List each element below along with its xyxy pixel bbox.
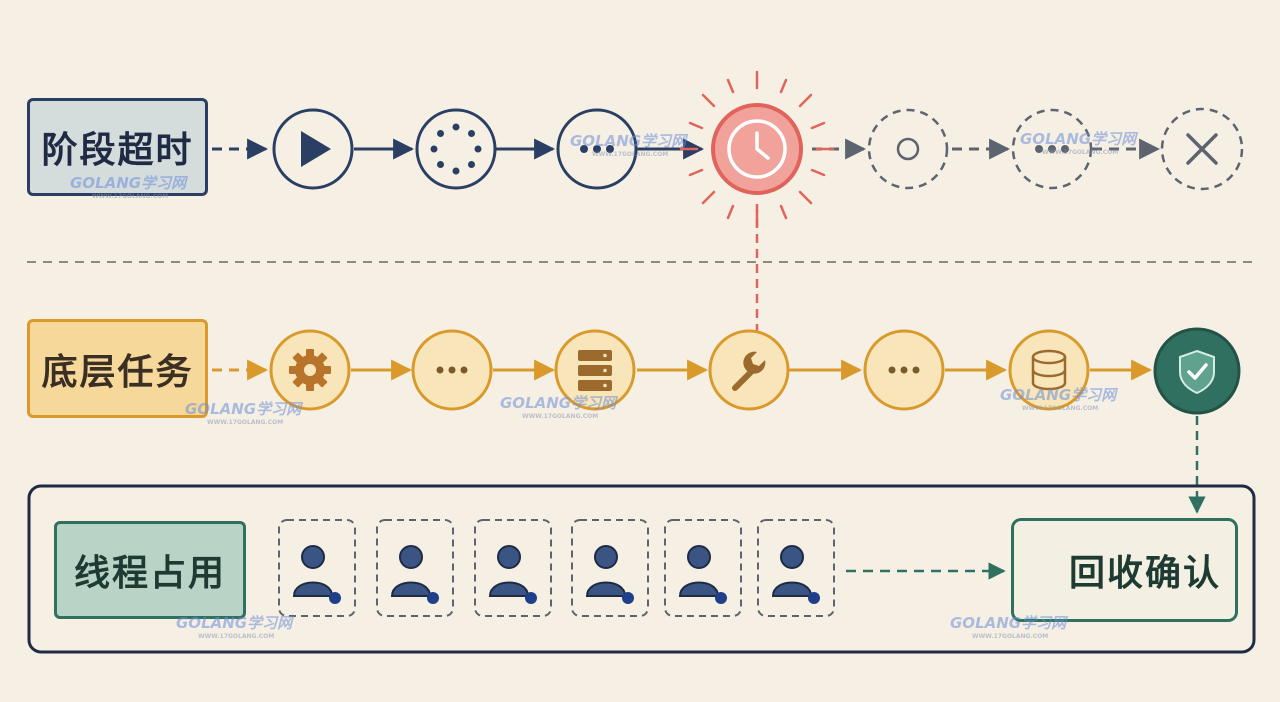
shield-check-icon bbox=[1153, 327, 1241, 415]
stage-timeout-label: 阶段超时 bbox=[27, 98, 208, 196]
underlying-task-label: 底层任务 bbox=[27, 319, 208, 418]
thread-slots bbox=[278, 519, 835, 617]
user-icon bbox=[390, 545, 432, 597]
ellipsis-icon bbox=[1011, 108, 1093, 190]
user-icon bbox=[585, 545, 627, 597]
watermark-text: GOLANG学习网 bbox=[1020, 130, 1137, 148]
wrench-icon bbox=[708, 329, 790, 411]
thread-slot bbox=[376, 519, 454, 617]
ellipsis-icon bbox=[411, 329, 493, 411]
watermark-text: GOLANG学习网 bbox=[950, 614, 1067, 632]
watermark-text: GOLANG学习网 bbox=[1000, 386, 1117, 404]
thread-panel bbox=[27, 484, 1256, 654]
status-dot bbox=[329, 592, 341, 604]
status-dot bbox=[808, 592, 820, 604]
status-dot bbox=[622, 592, 634, 604]
user-icon bbox=[678, 545, 720, 597]
thread-occupied-label: 线程占用 bbox=[54, 521, 246, 619]
user-icon bbox=[771, 545, 813, 597]
status-dot bbox=[715, 592, 727, 604]
watermark-text: GOLANG学习网 bbox=[185, 400, 302, 418]
watermark-text: GOLANG学习网 bbox=[500, 394, 617, 412]
user-icon bbox=[292, 545, 334, 597]
watermark-sub: WWW.17GOLANG.COM bbox=[92, 193, 169, 200]
play-icon bbox=[272, 108, 354, 190]
x-icon bbox=[1160, 107, 1244, 191]
watermark-text: GOLANG学习网 bbox=[176, 614, 293, 632]
watermark-text: GOLANG学习网 bbox=[570, 132, 687, 150]
watermark-sub: WWW.17GOLANG.COM bbox=[522, 413, 599, 420]
thread-slot bbox=[474, 519, 552, 617]
thread-slot bbox=[571, 519, 649, 617]
watermark-sub: WWW.17GOLANG.COM bbox=[207, 419, 284, 426]
gear-icon bbox=[269, 329, 351, 411]
circle-icon bbox=[867, 108, 949, 190]
ellipsis-icon bbox=[863, 329, 945, 411]
thread-slot bbox=[757, 519, 835, 617]
user-icon bbox=[488, 545, 530, 597]
watermark-sub: WWW.17GOLANG.COM bbox=[972, 633, 1049, 640]
status-dot bbox=[427, 592, 439, 604]
watermark-sub: WWW.17GOLANG.COM bbox=[1022, 405, 1099, 412]
clock-icon bbox=[679, 70, 835, 228]
watermark-sub: WWW.17GOLANG.COM bbox=[198, 633, 275, 640]
database-icon bbox=[1008, 329, 1090, 411]
watermark-sub: WWW.17GOLANG.COM bbox=[592, 151, 669, 158]
thread-slot bbox=[278, 519, 356, 617]
recycle-confirm-box: 回收确认 bbox=[1011, 518, 1238, 622]
watermark-sub: WWW.17GOLANG.COM bbox=[1042, 149, 1119, 156]
server-icon bbox=[554, 329, 636, 411]
watermark-text: GOLANG学习网 bbox=[70, 174, 187, 192]
status-dot bbox=[525, 592, 537, 604]
thread-slot bbox=[664, 519, 742, 617]
ellipsis-icon bbox=[556, 108, 638, 190]
loading-dots-icon bbox=[415, 108, 497, 190]
recycle-confirm-label: 回收确认 bbox=[1068, 553, 1221, 594]
